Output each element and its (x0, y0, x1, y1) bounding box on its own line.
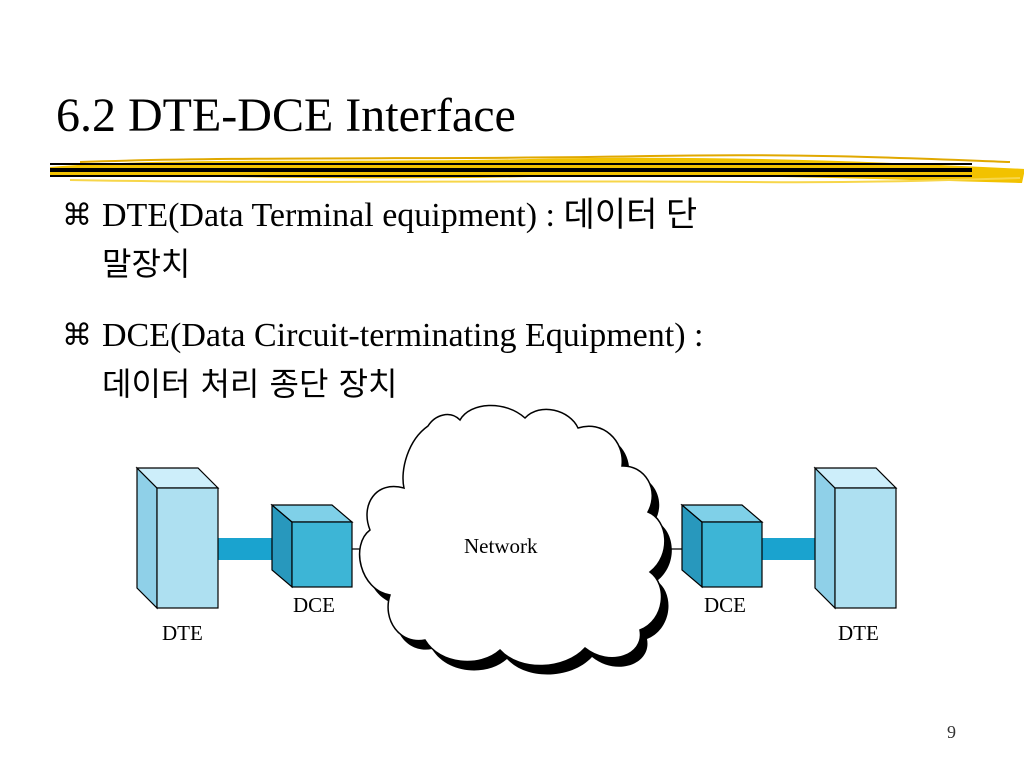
slide-title: 6.2 DTE-DCE Interface (56, 89, 516, 142)
left-dce-box-icon (270, 503, 354, 589)
bullet-dce-line1: DCE(Data Circuit-terminating Equipment) … (102, 317, 704, 354)
bullet-dte-definition: ⌘ DTE(Data Terminal equipment) : 데이터 단 말… (62, 192, 958, 288)
right-link-bar (762, 538, 816, 560)
bullet-dce-definition: ⌘ DCE(Data Circuit-terminating Equipment… (62, 312, 958, 408)
right-dte-label: DTE (838, 621, 879, 645)
right-dce-label: DCE (704, 593, 746, 617)
page-number: 9 (947, 722, 956, 742)
bullet-dce-line2: 데이터 처리 종단 장치 (102, 365, 398, 403)
bullet-dte-line1: DTE(Data Terminal equipment) : 데이터 단 (102, 197, 698, 234)
bullet-dte-line2: 말장치 (102, 245, 191, 283)
bullet-symbol-icon: ⌘ (62, 198, 92, 233)
left-dce-label: DCE (293, 593, 335, 617)
left-dte-tower-icon (135, 466, 220, 610)
title-rule-middle (50, 168, 972, 172)
left-dte-label: DTE (162, 621, 203, 645)
title-rule-bottom (50, 175, 972, 177)
right-dte-tower-icon (813, 466, 898, 610)
title-rule-top (50, 163, 972, 165)
network-label: Network (464, 534, 538, 558)
right-dce-box-icon (680, 503, 764, 589)
network-cloud-icon (358, 404, 672, 675)
left-link-bar (218, 538, 272, 560)
bullet-symbol-icon: ⌘ (62, 318, 92, 353)
